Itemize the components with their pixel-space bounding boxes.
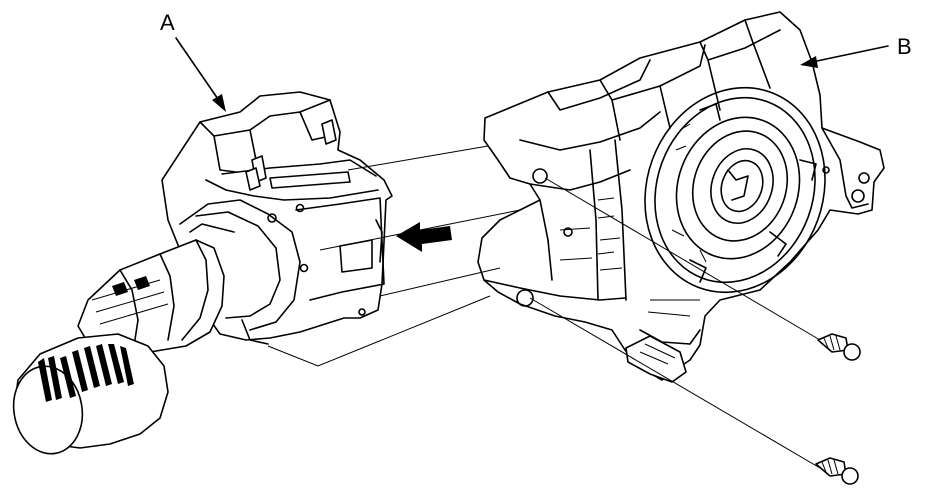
callout-label-a: A (160, 10, 175, 35)
part-a-combination-switch (12, 91, 393, 455)
alignment-lines (267, 145, 821, 469)
callout-b-arrow (800, 45, 889, 68)
part-b-cable-reel-housing (477, 11, 885, 383)
screw-lower-icon (815, 457, 859, 485)
install-direction-arrow-icon (396, 222, 452, 252)
callout-label-b: B (897, 34, 912, 59)
screw-upper-icon (817, 333, 861, 361)
callout-a-arrow (175, 37, 226, 112)
